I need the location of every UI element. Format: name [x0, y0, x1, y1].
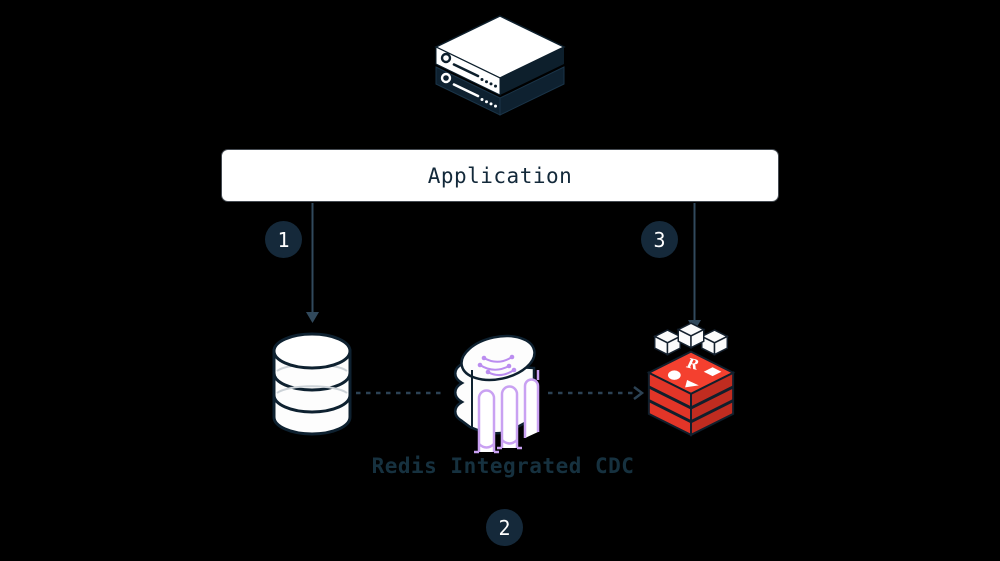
step-badge-1: 1 [265, 221, 302, 258]
application-node: Application [222, 150, 778, 201]
database-cylinder-icon [272, 332, 352, 436]
redis-r-mark: R [684, 355, 700, 374]
step-badge-2-label: 2 [498, 515, 511, 540]
cdc-pipeline-icon [454, 334, 540, 454]
step-badge-3: 3 [641, 221, 678, 258]
server-stack-icon [434, 15, 566, 116]
arrow-step-3 [688, 203, 701, 331]
cube-middle [676, 322, 706, 349]
cube-left [653, 329, 682, 356]
step-badge-3-label: 3 [653, 227, 666, 252]
step-badge-1-label: 1 [277, 227, 290, 252]
application-label: Application [427, 163, 573, 188]
dashed-arrow-cdc-to-redis [548, 386, 645, 400]
redis-stack-icon: R [646, 322, 736, 437]
cube-right [700, 329, 729, 356]
arrow-step-1 [306, 203, 319, 323]
caption-redis-integrated-cdc: Redis Integrated CDC [371, 454, 635, 478]
step-badge-2: 2 [486, 509, 523, 546]
